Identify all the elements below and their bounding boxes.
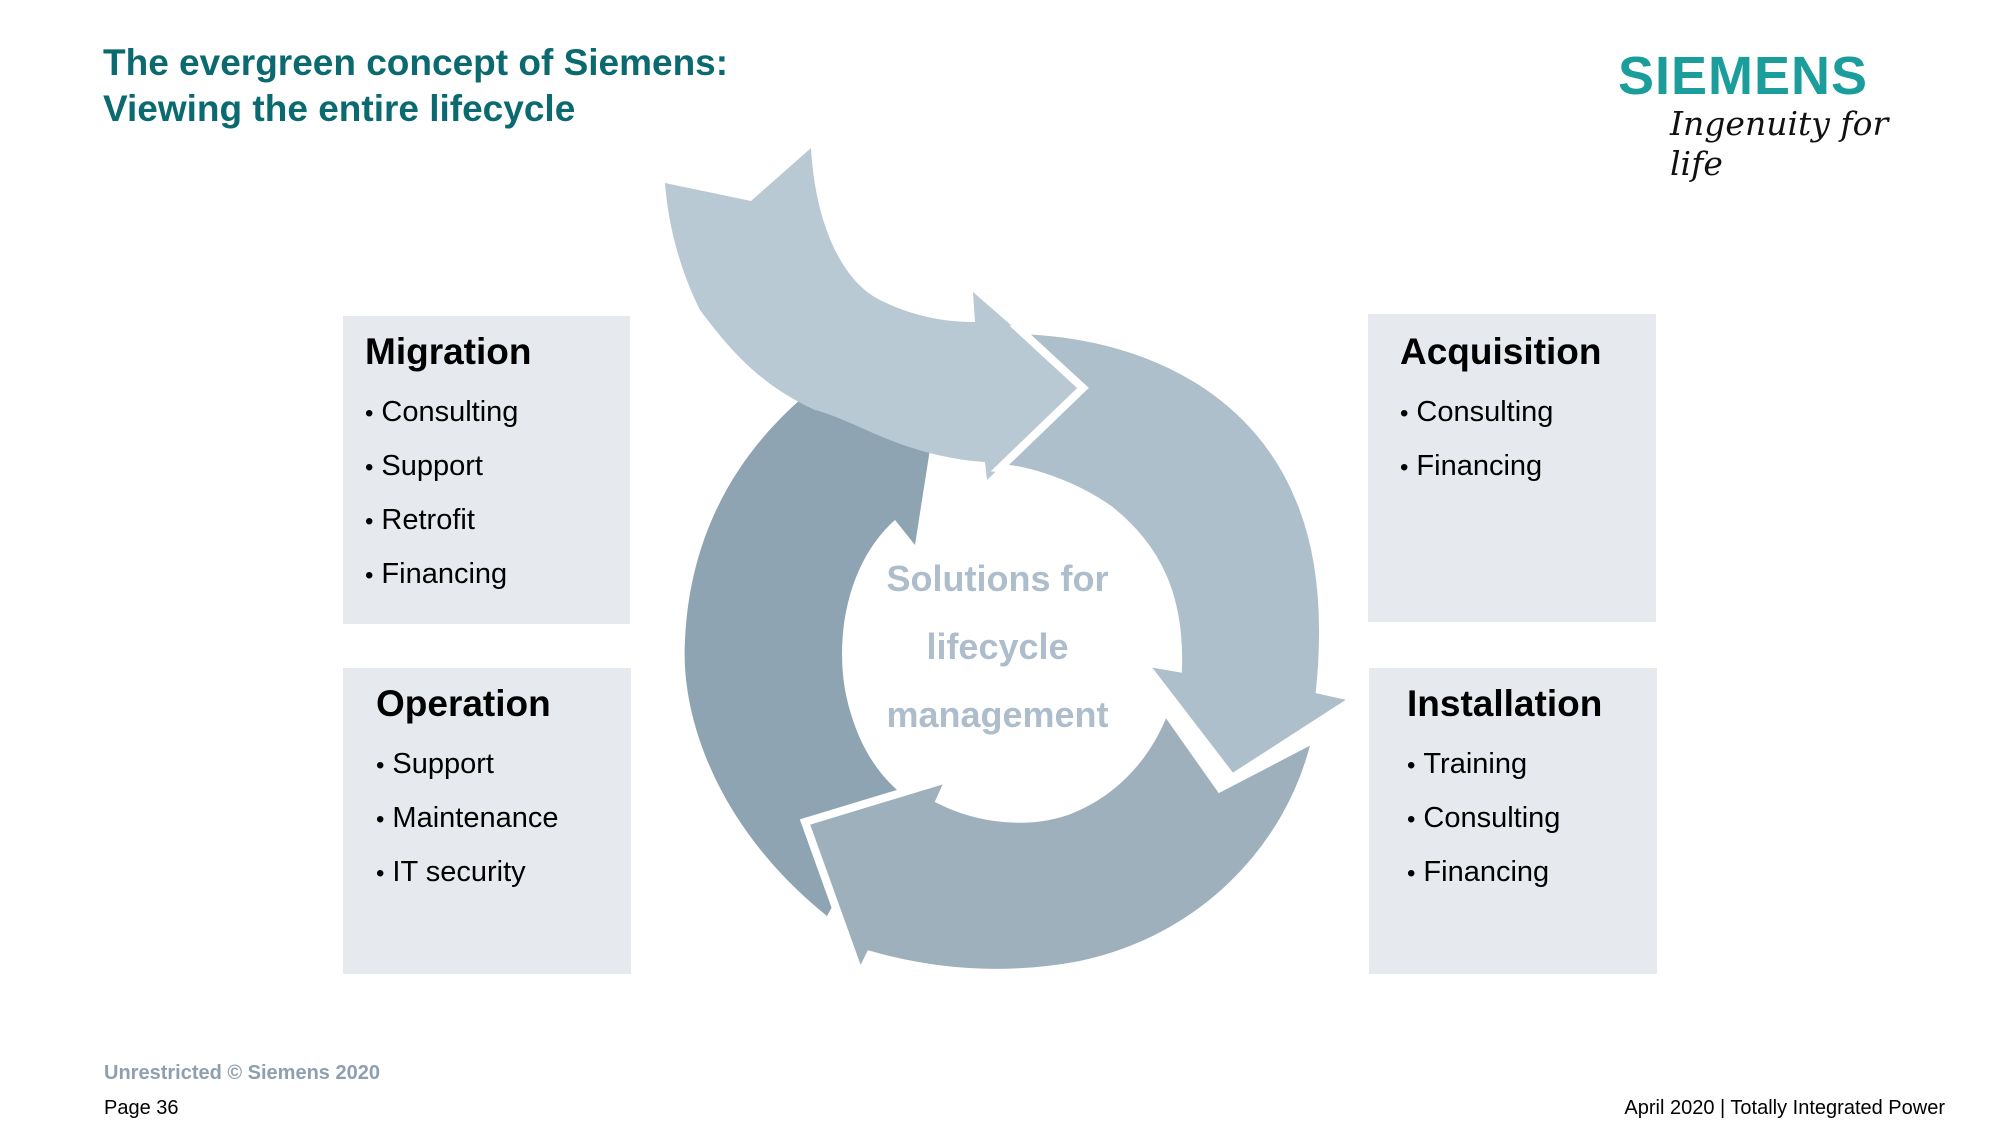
center-label-line2: lifecycle xyxy=(926,626,1069,667)
siemens-logo: SIEMENS Ingenuity for life xyxy=(1618,46,1918,183)
phase-item: Consulting xyxy=(365,386,630,440)
phase-item: Consulting xyxy=(1407,792,1657,846)
phase-items: Support Maintenance IT security xyxy=(376,738,631,900)
phase-item: Financing xyxy=(1400,440,1656,494)
phase-item: Consulting xyxy=(1400,386,1656,440)
slide-title-line1: The evergreen concept of Siemens: xyxy=(103,42,729,83)
phase-item: Support xyxy=(365,440,630,494)
phase-title: Operation xyxy=(376,683,551,724)
phase-title: Acquisition xyxy=(1400,331,1602,372)
logo-wordmark: SIEMENS xyxy=(1618,46,1869,106)
phase-item: Financing xyxy=(1407,846,1657,900)
phase-box-migration: Migration Consulting Support Retrofit Fi… xyxy=(343,316,630,624)
center-label-line3: management xyxy=(886,694,1109,735)
slide-title: The evergreen concept of Siemens: Viewin… xyxy=(103,40,728,132)
phase-items: Consulting Financing xyxy=(1400,386,1656,494)
cycle-arrow-right xyxy=(990,325,1367,784)
phase-items: Consulting Support Retrofit Financing xyxy=(365,386,630,602)
phase-box-operation: Operation Support Maintenance IT securit… xyxy=(343,668,631,974)
phase-item: Maintenance xyxy=(376,792,631,846)
footer-page-number: Page 36 xyxy=(104,1097,179,1119)
phase-item: Training xyxy=(1407,738,1657,792)
logo-tagline: Ingenuity for life xyxy=(1670,104,1889,183)
phase-box-acquisition: Acquisition Consulting Financing xyxy=(1368,314,1656,622)
cycle-arrow-left xyxy=(684,371,938,916)
center-label-line1: Solutions for xyxy=(886,558,1109,599)
phase-items: Training Consulting Financing xyxy=(1407,738,1657,900)
cycle-arrow-bottom xyxy=(799,701,1322,986)
footer-classification: Unrestricted © Siemens 2020 xyxy=(104,1062,380,1084)
center-label: Solutions for lifecycle management xyxy=(855,545,1140,749)
phase-item: IT security xyxy=(376,846,631,900)
phase-box-installation: Installation Training Consulting Financi… xyxy=(1369,668,1657,974)
footer-date-product: April 2020 | Totally Integrated Power xyxy=(1624,1097,1945,1119)
cycle-arrow-entry xyxy=(665,148,1083,480)
phase-item: Retrofit xyxy=(365,494,630,548)
phase-item: Financing xyxy=(365,548,630,602)
phase-title: Installation xyxy=(1407,683,1603,724)
slide-title-line2: Viewing the entire lifecycle xyxy=(103,88,576,129)
phase-title: Migration xyxy=(365,331,532,372)
phase-item: Support xyxy=(376,738,631,792)
